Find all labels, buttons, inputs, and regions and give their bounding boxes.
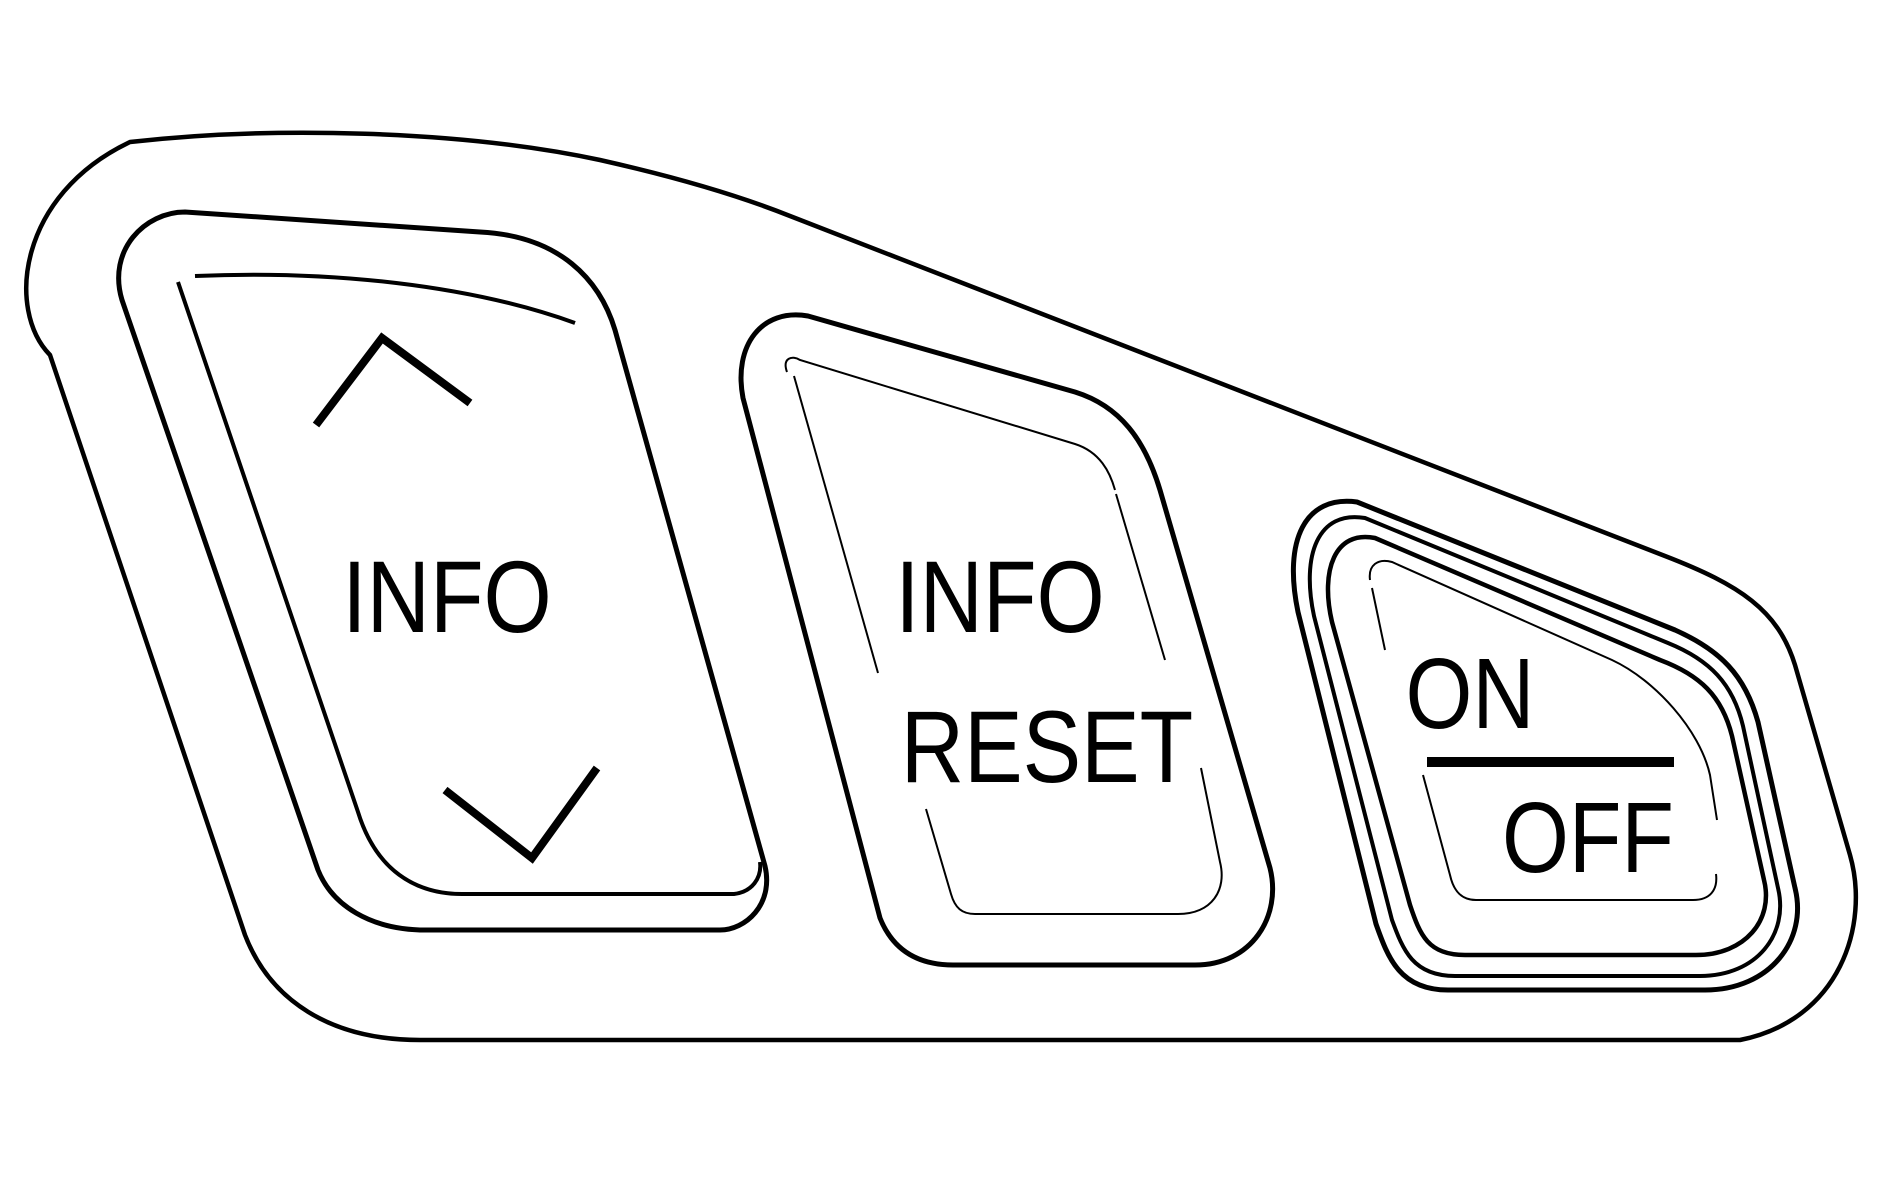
info-button-inner-top-edge bbox=[194, 272, 576, 325]
info-reset-inner-highlight-upper-right bbox=[1115, 493, 1166, 661]
info-reset-inner-highlight-upper-left bbox=[793, 375, 879, 674]
info-button-outline bbox=[116, 209, 770, 933]
panel-housing bbox=[24, 130, 1859, 1043]
on-off-inner-highlight bbox=[1368, 560, 1718, 821]
on-off-button-outer-bezel bbox=[1290, 498, 1801, 993]
chevron-down-icon[interactable] bbox=[442, 765, 601, 864]
chevron-up-icon[interactable] bbox=[312, 332, 473, 428]
on-off-button-bezel-inner-ring bbox=[1307, 515, 1783, 978]
on-off-inner-highlight-left bbox=[1371, 587, 1386, 651]
off-label: OFF bbox=[1502, 782, 1674, 894]
info-scroll-button[interactable]: INFO bbox=[116, 209, 770, 933]
info-reset-inner-highlight-top bbox=[784, 356, 1116, 491]
info-reset-inner-highlight-lower-left bbox=[925, 767, 1223, 915]
on-label: ON bbox=[1406, 638, 1535, 750]
info-label: INFO bbox=[342, 541, 551, 655]
info-reset-label-line1: INFO bbox=[895, 541, 1104, 655]
on-off-inner-highlight-bottom bbox=[1422, 774, 1718, 901]
info-reset-label-line2: RESET bbox=[901, 691, 1193, 805]
on-off-button[interactable]: ON OFF bbox=[1290, 498, 1801, 993]
on-off-button-face bbox=[1325, 534, 1769, 958]
info-button-inner-left-edge bbox=[176, 281, 763, 896]
info-reset-button-outline bbox=[738, 312, 1276, 968]
info-reset-button[interactable]: INFO RESET bbox=[738, 312, 1276, 968]
